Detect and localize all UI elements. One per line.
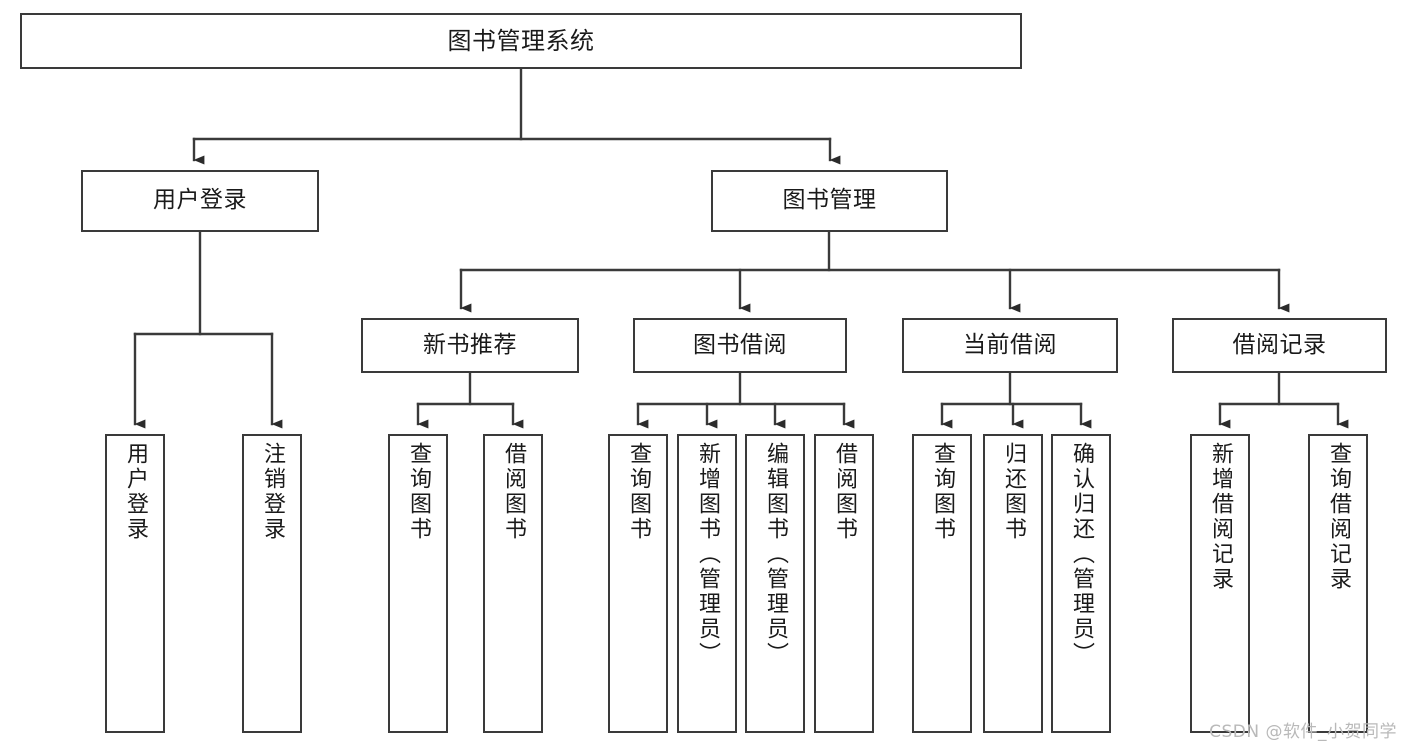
leaf-node-edit-book-admin[interactable]: 编辑图书（管理员）: [745, 434, 805, 733]
node-new-book-recommend[interactable]: 新书推荐: [361, 318, 579, 373]
node-label: 借阅记录: [1232, 331, 1327, 358]
csdn-watermark: CSDN @软件_小贺同学: [1209, 722, 1397, 742]
node-label: 借阅图书: [832, 442, 857, 542]
node-label: 用户登录: [123, 442, 148, 542]
leaf-node-confirm-return-admin[interactable]: 确认归还（管理员）: [1051, 434, 1111, 733]
leaf-node-add-book-admin[interactable]: 新增图书（管理员）: [677, 434, 737, 733]
node-label: 确认归还（管理员）: [1069, 442, 1094, 667]
node-label: 查询图书: [626, 442, 651, 542]
node-label: 新增图书（管理员）: [695, 442, 720, 667]
leaf-node-logout[interactable]: 注销登录: [242, 434, 302, 733]
node-label: 图书管理: [782, 187, 877, 214]
node-label: 查询借阅记录: [1326, 442, 1351, 592]
node-label: 当前借阅: [963, 331, 1057, 358]
node-label: 借阅图书: [501, 442, 526, 542]
node-label: 归还图书: [1001, 442, 1026, 542]
node-borrow-record[interactable]: 借阅记录: [1172, 318, 1387, 373]
leaf-node-user-login[interactable]: 用户登录: [105, 434, 165, 733]
node-current-borrow[interactable]: 当前借阅: [902, 318, 1118, 373]
leaf-node-query-book-recommend[interactable]: 查询图书: [388, 434, 448, 733]
node-root-system[interactable]: 图书管理系统: [20, 13, 1022, 69]
leaf-node-borrow-book[interactable]: 借阅图书: [814, 434, 874, 733]
node-book-management[interactable]: 图书管理: [711, 170, 948, 232]
node-label: 新书推荐: [423, 331, 517, 358]
leaf-node-add-borrow-record[interactable]: 新增借阅记录: [1190, 434, 1250, 733]
node-label: 新增借阅记录: [1208, 442, 1233, 592]
leaf-node-query-book-borrow[interactable]: 查询图书: [608, 434, 668, 733]
leaf-node-borrow-book-recommend[interactable]: 借阅图书: [483, 434, 543, 733]
node-label: 注销登录: [260, 442, 285, 542]
node-label: 查询图书: [930, 442, 955, 542]
leaf-node-query-borrow-record[interactable]: 查询借阅记录: [1308, 434, 1368, 733]
node-label: 用户登录: [153, 187, 247, 214]
node-label: 图书管理系统: [447, 26, 595, 55]
node-user-login[interactable]: 用户登录: [81, 170, 319, 232]
node-book-borrow[interactable]: 图书借阅: [633, 318, 847, 373]
leaf-node-return-book[interactable]: 归还图书: [983, 434, 1043, 733]
node-label: 编辑图书（管理员）: [763, 442, 788, 667]
node-label: 查询图书: [406, 442, 431, 542]
leaf-node-query-book-current[interactable]: 查询图书: [912, 434, 972, 733]
node-label: 图书借阅: [693, 331, 787, 358]
